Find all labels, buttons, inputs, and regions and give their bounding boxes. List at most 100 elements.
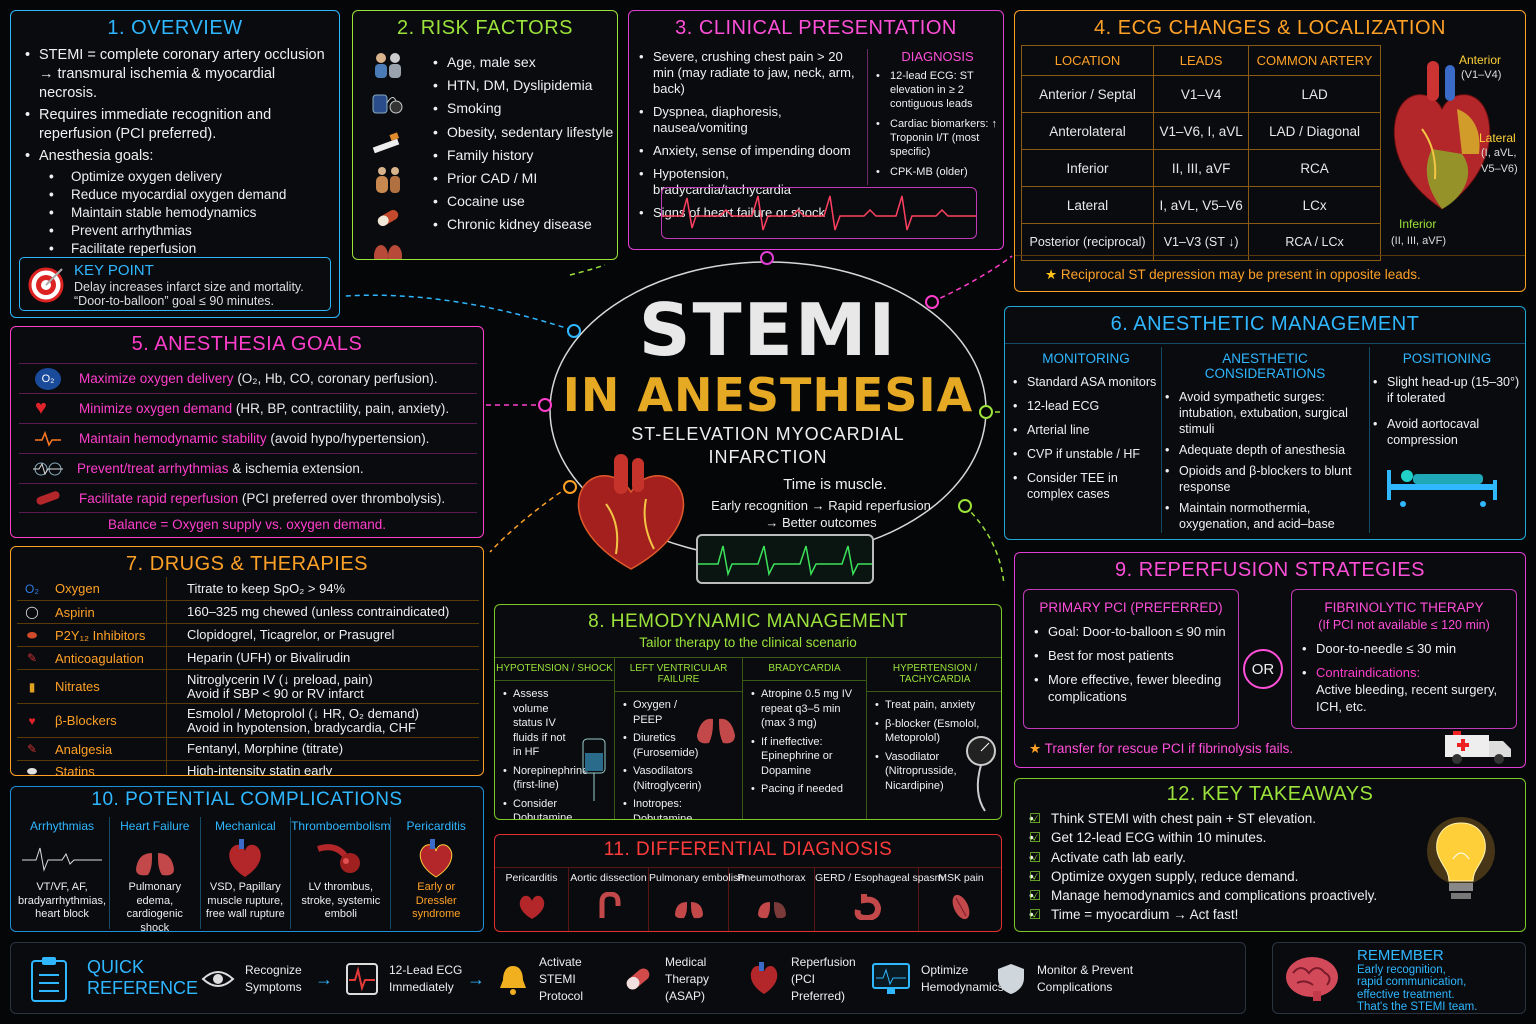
drug-name: β-Blockers xyxy=(47,704,167,737)
fib-subtitle: (If PCI not available ≤ 120 min) xyxy=(1318,618,1490,632)
bed-icon xyxy=(1383,462,1521,508)
monitoring-item: Arterial line xyxy=(1013,422,1159,438)
considerations-item: Maintain normothermia, oxygenation, and … xyxy=(1165,500,1365,532)
considerations-title: ANESTHETIC CONSIDERATIONS xyxy=(1204,351,1326,381)
drug-detail: High-intensity statin early xyxy=(187,763,333,776)
mgmt-panel: 6. ANESTHETIC MANAGEMENT MONITORING Stan… xyxy=(1004,306,1526,540)
statin-pill-icon: ⬬ xyxy=(26,763,38,776)
target-icon xyxy=(28,267,64,303)
star-icon: ★ xyxy=(1045,267,1061,282)
center-title-anesthesia: IN ANESTHESIA xyxy=(562,368,974,422)
overview-goal: Prevent arrhythmias xyxy=(49,222,325,240)
complication-title: Heart Failure xyxy=(120,819,190,833)
arrow-right-icon: → xyxy=(467,968,485,989)
overview-goal: Reduce myocardial oxygen demand xyxy=(49,186,325,204)
fib-contra-lead: Contraindications: xyxy=(1316,665,1421,680)
key-point-title: KEY POINT xyxy=(74,262,154,279)
o2-icon: O₂ xyxy=(25,581,39,596)
capsule-icon xyxy=(621,962,655,996)
clinical-title: 3. CLINICAL PRESENTATION xyxy=(675,17,957,39)
hemo-item: Consider Dobutamine if low output xyxy=(503,797,577,820)
diagnosis-item: Cardiac biomarkers: ↑ Troponin I/T (most… xyxy=(876,117,999,159)
goal-row: ♥ Minimize oxygen demand (HR, BP, contra… xyxy=(19,393,477,423)
lightbulb-icon xyxy=(1419,807,1503,917)
check-icon: ☑ xyxy=(1029,811,1042,826)
drug-name: Analgesia xyxy=(47,738,167,760)
quick-step: Reperfusion(PCI Preferred) xyxy=(747,954,871,1005)
ddx-label: Pneumothorax xyxy=(737,872,806,884)
hemo-item: Oxygen / PEEP xyxy=(623,698,699,727)
pci-item: Best for most patients xyxy=(1034,647,1228,664)
goal-rest: (avoid hypo/hypertension). xyxy=(266,431,430,446)
hemo-subtitle: Tailor therapy to the clinical scenario xyxy=(639,635,857,650)
remember-text: Early recognition, rapid communication, … xyxy=(1357,964,1477,1013)
ecg-cell: V1–V4 xyxy=(1153,75,1250,113)
pci-box: PRIMARY PCI (PREFERRED) Goal: Door-to-ba… xyxy=(1023,589,1239,729)
ddx-label: Pericarditis xyxy=(505,872,558,884)
heart-icon xyxy=(201,837,291,881)
drug-name: Nitrates xyxy=(47,670,167,703)
drug-name: Anticoagulation xyxy=(47,647,167,669)
ddx-item: Pulmonary embolism xyxy=(649,867,748,931)
takeaways-panel: 12. KEY TAKEAWAYS ☑Think STEMI with ches… xyxy=(1014,778,1526,932)
o2-icon: O₂ xyxy=(35,367,61,390)
goal-lead: Maximize oxygen delivery xyxy=(79,371,234,386)
ecg-cell: LCx xyxy=(1248,186,1381,224)
risk-item: Chronic kidney disease xyxy=(433,213,613,236)
drug-detail: Fentanyl, Morphine (titrate) xyxy=(187,741,344,756)
ddx-item: Pneumothorax xyxy=(729,867,815,931)
complication-text: Early or Dressler syndrome xyxy=(412,881,461,920)
quick-step-line: Optimize xyxy=(921,963,969,977)
arrhythmia-icon xyxy=(33,461,63,477)
quick-step-line: STEMI Protocol xyxy=(539,971,584,1003)
goal-row: O₂ Maximize oxygen delivery (O₂, Hb, CO,… xyxy=(19,363,477,393)
complication-text: Pulmonary edema, cardiogenic shock xyxy=(126,881,183,932)
pulse-icon xyxy=(35,430,61,447)
drug-detail: Esmolol / Metoprolol (↓ HR, O₂ demand) A… xyxy=(187,705,419,735)
check-icon: ☑ xyxy=(1029,907,1042,923)
overview-goal: Maintain stable hemodynamics xyxy=(49,204,325,222)
ecg-note-text: Reciprocal ST depression may be present … xyxy=(1060,267,1421,282)
inferior-leads: (II, III, aVF) xyxy=(1391,235,1447,247)
hemo-column-title: LEFT VENTRICULAR FAILURE xyxy=(615,657,742,692)
fib-contra-rest: Active bleeding, recent surgery, ICH, et… xyxy=(1316,682,1498,714)
overview-panel: 1. OVERVIEW STEMI = complete coronary ar… xyxy=(10,10,340,318)
ecg-title: 4. ECG CHANGES & LOCALIZATION xyxy=(1094,17,1446,39)
reperf-note: ★ Transfer for rescue PCI if fibrinolysi… xyxy=(1029,741,1293,757)
diagnosis-item: 12-lead ECG: ST elevation in ≥ 2 contigu… xyxy=(876,69,999,111)
nitrate-bottle-icon: ▮ xyxy=(28,679,36,694)
ecg-cell: V1–V6, I, aVL xyxy=(1153,112,1250,150)
ecg-table: LOCATION LEADS COMMON ARTERY Anterior / … xyxy=(1020,45,1381,261)
quick-step-text: Reperfusion(PCI Preferred) xyxy=(791,954,871,1005)
heart-icon xyxy=(566,454,696,574)
drug-name: Aspirin xyxy=(47,601,167,623)
ecg-icon xyxy=(345,962,379,996)
center-subtitle: ST-ELEVATION MYOCARDIAL xyxy=(631,424,905,444)
ambulance-icon xyxy=(1443,725,1513,765)
ddx-label: Pulmonary embolism xyxy=(649,872,748,884)
stomach-icon xyxy=(815,892,918,920)
fib-item: Door-to-needle ≤ 30 min xyxy=(1302,640,1506,657)
quick-step-line: Immediately xyxy=(389,980,454,994)
ecg-cell: RCA xyxy=(1248,149,1381,187)
heart-icon xyxy=(391,837,481,881)
takeaway-item: ☑Manage hemodynamics and complications p… xyxy=(1029,886,1377,906)
center-flow: → Better outcomes xyxy=(765,515,877,530)
quick-step-line: Recognize xyxy=(245,963,302,977)
takeaway-item: ☑Activate cath lab early. xyxy=(1029,848,1377,868)
bell-icon xyxy=(497,962,529,996)
